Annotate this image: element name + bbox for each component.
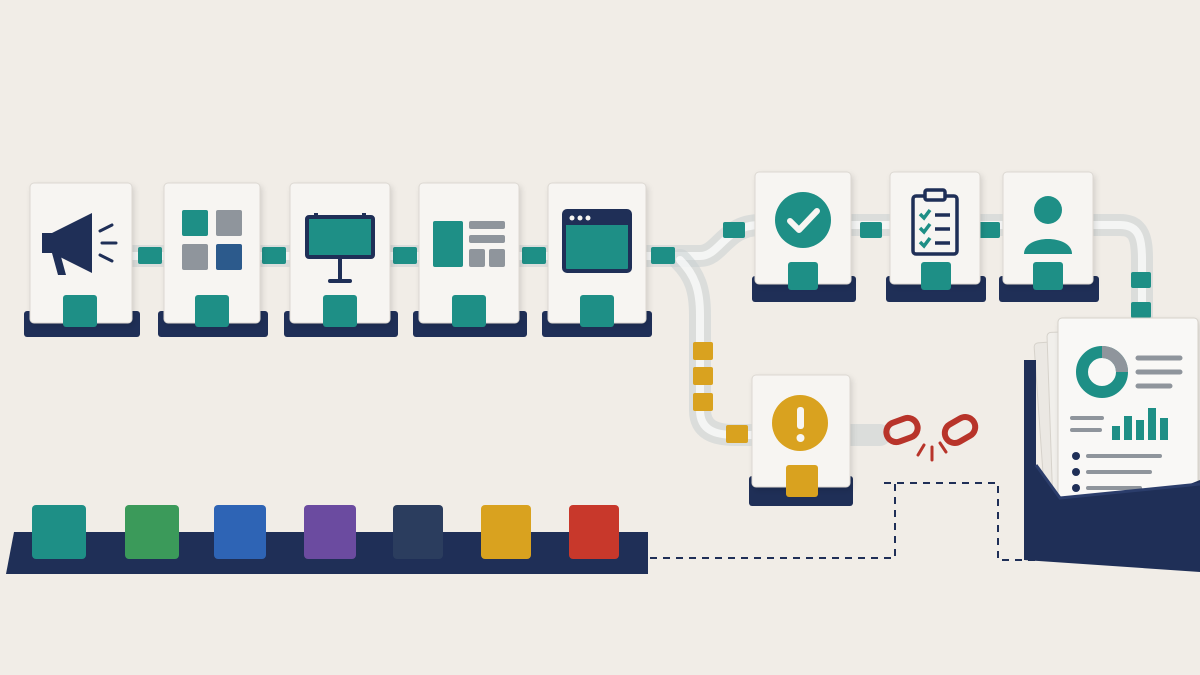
stage-card[interactable] — [752, 171, 856, 302]
error-branch-tube — [669, 249, 771, 446]
palette-block[interactable] — [32, 505, 86, 559]
main-flow — [24, 182, 652, 337]
broken-chain-icon — [883, 414, 979, 462]
palette-block[interactable] — [481, 505, 531, 559]
report-document-icon — [1057, 317, 1199, 519]
error-branch — [749, 374, 1085, 561]
clipboard-checklist-icon — [911, 188, 959, 256]
tube-chip — [262, 247, 286, 264]
stage-card[interactable] — [413, 182, 527, 337]
browser-window-icon — [562, 209, 632, 273]
palette-block[interactable] — [393, 505, 443, 559]
report-tray — [1024, 360, 1200, 572]
stage-block — [788, 262, 818, 290]
stage-card[interactable] — [158, 182, 268, 337]
stage-block — [921, 262, 951, 290]
tube-chip — [393, 247, 417, 264]
stage-block — [786, 465, 818, 497]
report-holder — [1024, 317, 1200, 572]
tube-chip — [723, 222, 745, 238]
stage-block — [63, 295, 97, 327]
palette-block[interactable] — [569, 505, 619, 559]
stage-block — [452, 295, 486, 327]
tube-chip — [522, 247, 546, 264]
stage-block — [1033, 262, 1063, 290]
bar-chart-icon — [1112, 408, 1168, 440]
donut-chart-icon — [1076, 346, 1128, 398]
stage-card[interactable] — [284, 182, 398, 337]
checkmark-circle-icon — [775, 192, 831, 248]
tube-chip — [860, 222, 882, 238]
grid-tiles-icon — [182, 210, 242, 270]
stage-card[interactable] — [749, 374, 853, 506]
block-palette — [6, 482, 896, 574]
tube-chip-gold — [693, 367, 713, 385]
tube-chip — [138, 247, 162, 264]
stage-card[interactable] — [24, 182, 140, 337]
alert-exclamation-icon — [772, 395, 828, 451]
user-profile-icon — [1024, 196, 1072, 254]
bullet-list-icon — [1072, 452, 1162, 492]
stage-card[interactable] — [542, 182, 652, 337]
palette-block[interactable] — [125, 505, 179, 559]
billboard-icon — [305, 213, 375, 283]
tube-chip — [1131, 272, 1151, 288]
stage-block — [580, 295, 614, 327]
megaphone-icon — [42, 213, 118, 275]
tube-chip-gold — [726, 425, 748, 443]
dashed-connector — [650, 482, 896, 559]
palette-block[interactable] — [214, 505, 266, 559]
tube-chip-gold — [693, 393, 713, 411]
stage-block — [323, 295, 357, 327]
page-layout-icon — [433, 221, 505, 267]
palette-block[interactable] — [304, 505, 356, 559]
tube-chip — [978, 222, 1000, 238]
stage-card[interactable] — [886, 171, 986, 302]
stage-block — [195, 295, 229, 327]
tube-chips — [138, 222, 1151, 443]
stage-card[interactable] — [999, 171, 1099, 302]
tube-chip — [651, 247, 675, 264]
tube-chip-gold — [693, 342, 713, 360]
tube-chip — [1131, 302, 1151, 318]
success-branch — [752, 171, 1099, 302]
